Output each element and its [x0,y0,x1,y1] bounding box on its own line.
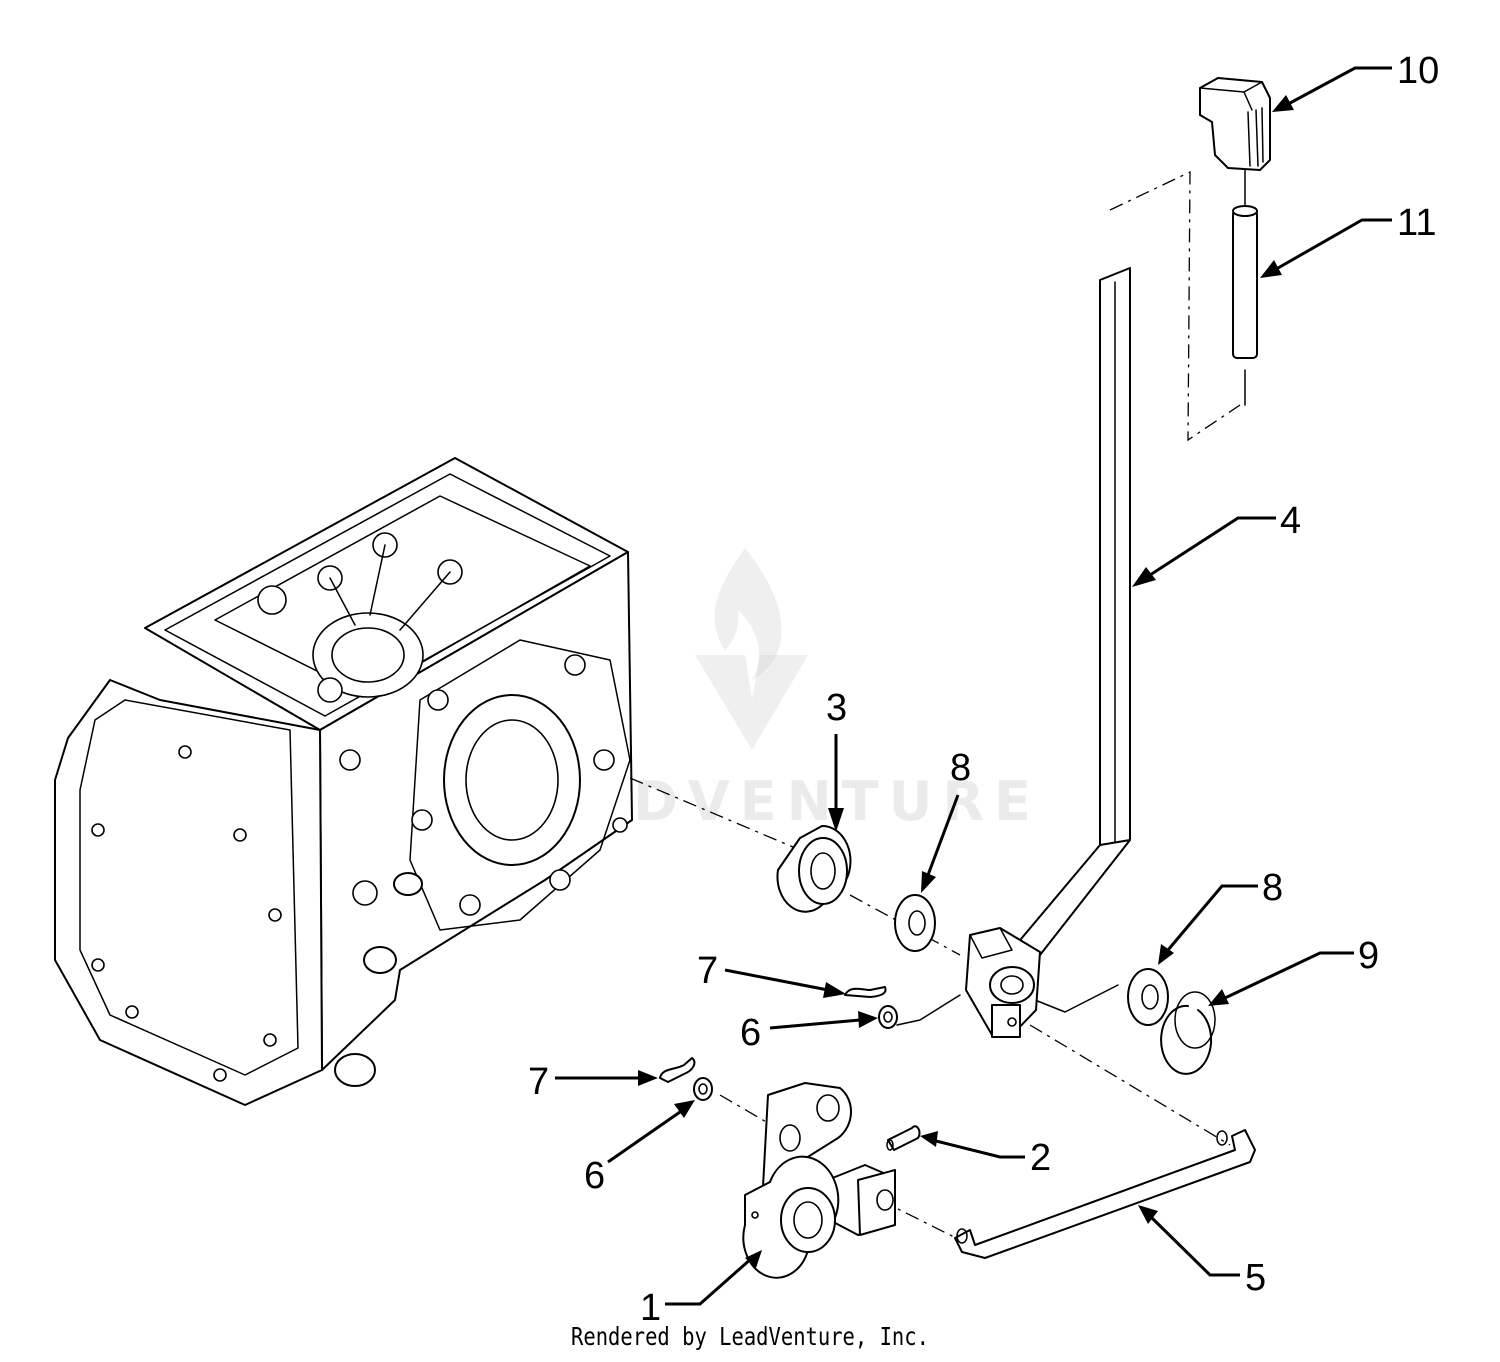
svg-text:6: 6 [740,1012,761,1054]
callout-8b: 8 [1158,867,1283,965]
retaining-ring-part-9 [1160,991,1216,1075]
transmission-housing [54,457,633,1106]
svg-text:5: 5 [1245,1257,1266,1299]
pin-part-11 [1232,169,1258,359]
svg-text:6: 6 [584,1155,605,1197]
cotter-pin-part-7b [659,1057,696,1083]
footer-credit: Rendered by LeadVenture, Inc. [571,1322,929,1351]
callout-10: 10 [1272,50,1439,112]
washer-part-8a [894,894,936,952]
watermark-flame-icon [714,548,782,680]
callout-8a: 8 [921,747,971,893]
callout-4: 4 [1132,500,1301,587]
cotter-pin-part-7a [844,986,887,998]
washer-part-6a [878,1005,898,1029]
callout-7b: 7 [528,1061,658,1103]
svg-text:2: 2 [1030,1137,1051,1179]
callout-7a: 7 [697,950,846,998]
callout-5: 5 [1138,1205,1266,1299]
shift-lever-part-4 [965,267,1131,1038]
washer-part-8b [1127,968,1169,1026]
svg-text:9: 9 [1358,935,1379,977]
assembly-centerlines [629,170,1246,1241]
svg-text:4: 4 [1280,500,1301,542]
watermark-v-icon [695,655,808,750]
callout-3: 3 [826,687,847,832]
bracket-part-1 [742,1082,896,1279]
svg-text:7: 7 [697,950,718,992]
svg-text:7: 7 [528,1061,549,1103]
svg-text:1: 1 [640,1287,661,1329]
callout-11: 11 [1260,202,1436,278]
shift-rod-part-5 [954,1129,1256,1259]
callout-6a: 6 [740,1011,878,1054]
callout-9: 9 [1208,935,1379,1006]
roll-pin-part-2 [886,1125,921,1151]
callout-1: 1 [640,1250,762,1329]
washer-part-6b [693,1077,713,1101]
svg-text:3: 3 [826,687,847,729]
callout-6b: 6 [584,1100,695,1197]
knob-part-10 [1199,77,1271,171]
callout-2: 2 [920,1131,1051,1179]
svg-text:8: 8 [1262,867,1283,909]
svg-text:10: 10 [1397,50,1439,92]
bushing-part-3 [776,824,852,913]
svg-text:11: 11 [1397,202,1436,244]
svg-text:8: 8 [950,747,971,789]
